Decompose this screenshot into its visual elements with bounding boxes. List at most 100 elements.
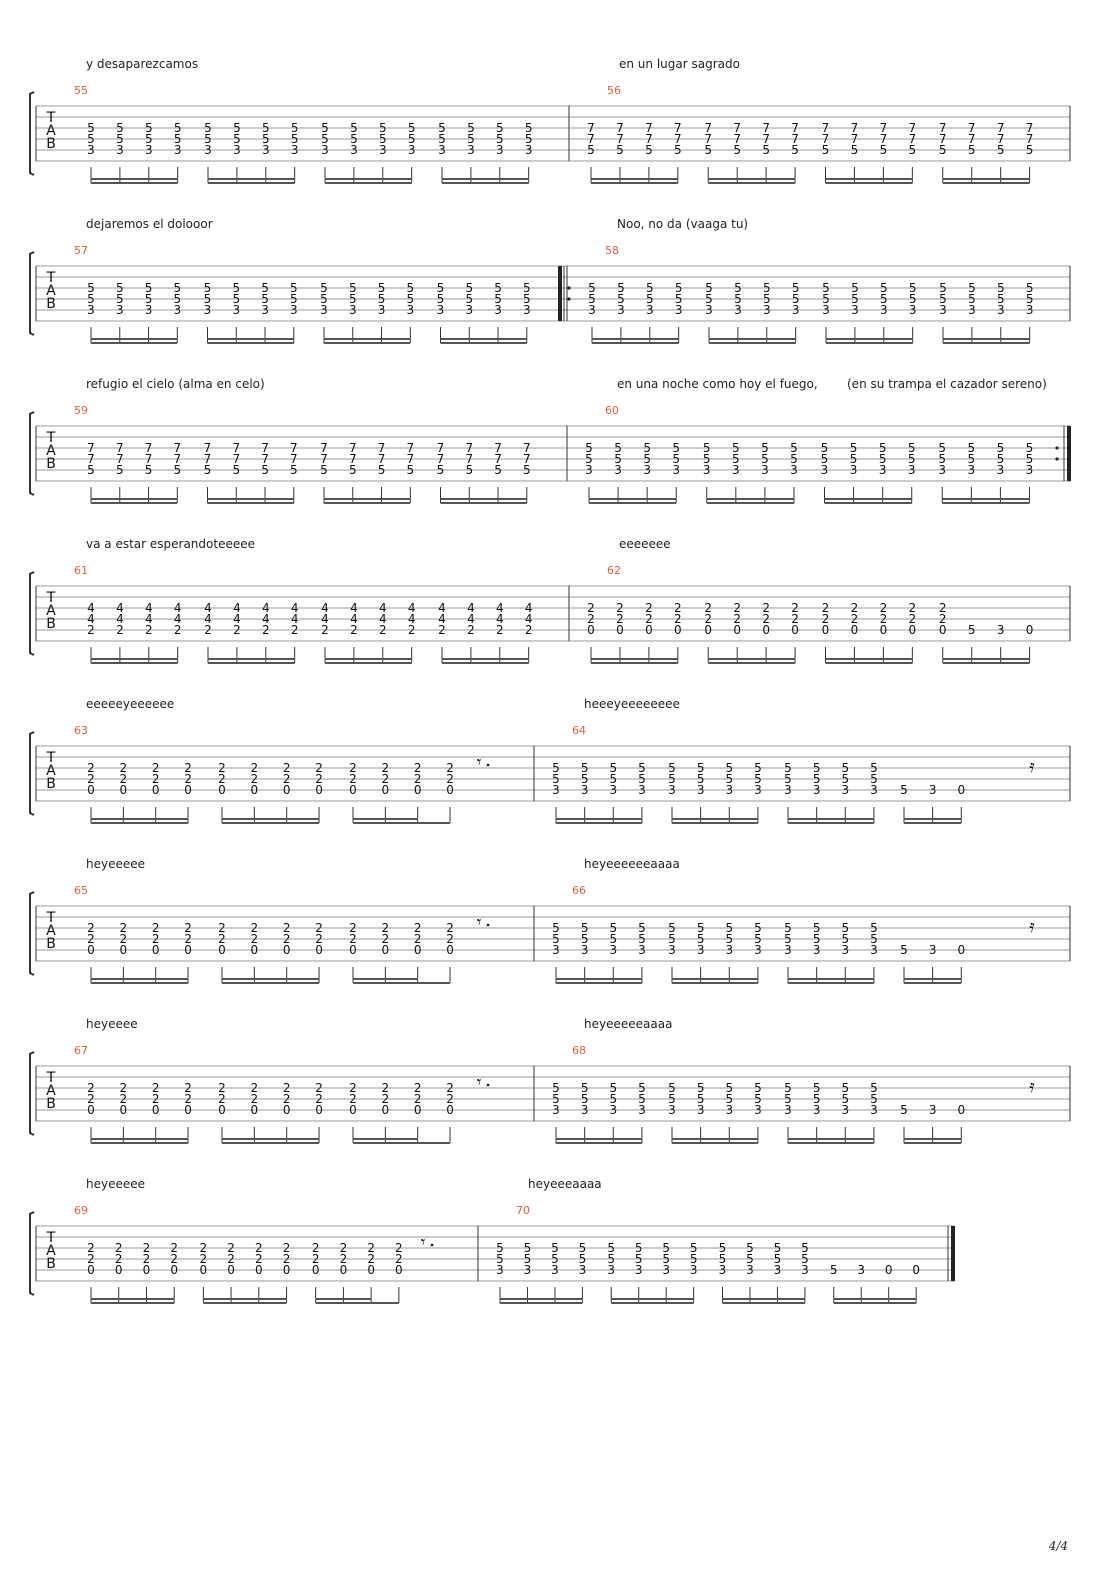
fret-number: 3	[841, 1103, 849, 1117]
fret-number: 3	[291, 143, 299, 157]
fret-number: 4	[262, 612, 270, 626]
tab-clef-letter: B	[46, 1256, 56, 1272]
fret-number: 2	[446, 1081, 454, 1095]
fret-number: 5	[880, 292, 888, 306]
fret-number: 2	[880, 601, 888, 615]
fret-number: 0	[218, 783, 226, 797]
fret-number: 3	[813, 1103, 821, 1117]
tab-clef-letter: A	[46, 443, 56, 459]
fret-number: 5	[145, 281, 153, 295]
rest-dot	[486, 1083, 490, 1087]
fret-number: 7	[909, 132, 917, 146]
fret-number: 5	[703, 441, 711, 455]
fret-number: 3	[523, 303, 531, 317]
fret-number: 0	[170, 1263, 178, 1277]
fret-number: 5	[524, 1241, 532, 1255]
measure-number: 60	[605, 404, 619, 417]
fret-number: 5	[697, 1092, 705, 1106]
lyric-text: en un lugar sagrado	[619, 57, 740, 71]
fret-number: 5	[705, 281, 713, 295]
fret-number: 3	[1026, 303, 1034, 317]
fret-number: 3	[792, 303, 800, 317]
fret-number: 2	[939, 612, 947, 626]
fret-number: 0	[120, 1103, 128, 1117]
fret-number: 2	[152, 1092, 160, 1106]
fret-number: 5	[261, 281, 269, 295]
fret-number: 2	[200, 1252, 208, 1266]
fret-number: 5	[822, 292, 830, 306]
fret-number: 0	[315, 943, 323, 957]
fret-number: 5	[581, 1092, 589, 1106]
fret-number: 2	[218, 932, 226, 946]
fret-number: 5	[116, 463, 124, 477]
fret-number: 7	[733, 132, 741, 146]
fret-number: 3	[763, 303, 771, 317]
fret-number: 5	[761, 452, 769, 466]
fret-number: 2	[446, 921, 454, 935]
fret-number: 2	[414, 1081, 422, 1095]
fret-number: 3	[725, 783, 733, 797]
fret-number: 2	[251, 761, 259, 775]
fret-number: 7	[173, 441, 181, 455]
fret-number: 0	[283, 783, 291, 797]
fret-number: 5	[551, 1252, 559, 1266]
tab-clef-letter: A	[46, 763, 56, 779]
fret-number: 3	[609, 1103, 617, 1117]
fret-number: 0	[704, 623, 712, 637]
fret-number: 3	[638, 1103, 646, 1117]
fret-number: 2	[184, 1092, 192, 1106]
fret-number: 0	[152, 943, 160, 957]
fret-number: 7	[674, 132, 682, 146]
fret-number: 5	[645, 143, 653, 157]
fret-number: 5	[672, 452, 680, 466]
fret-number: 4	[438, 612, 446, 626]
fret-number: 5	[813, 932, 821, 946]
fret-number: 5	[697, 772, 705, 786]
fret-number: 5	[668, 761, 676, 775]
fret-number: 5	[668, 1081, 676, 1095]
fret-number: 3	[719, 1263, 727, 1277]
fret-number: 0	[218, 943, 226, 957]
fret-number: 7	[645, 121, 653, 135]
fret-number: 2	[227, 1252, 235, 1266]
fret-number: 5	[830, 1263, 838, 1277]
lyric-text: va a estar esperandoteeeee	[86, 537, 255, 551]
fret-number: 5	[813, 1092, 821, 1106]
fret-number: 0	[115, 1263, 123, 1277]
fret-number: 3	[646, 303, 654, 317]
fret-number: 7	[822, 132, 830, 146]
fret-number: 7	[645, 132, 653, 146]
fret-number: 0	[251, 943, 259, 957]
fret-number: 5	[87, 281, 95, 295]
fret-number: 3	[997, 463, 1005, 477]
fret-number: 5	[614, 441, 622, 455]
fret-number: 7	[204, 452, 212, 466]
fret-number: 0	[152, 783, 160, 797]
fret-number: 5	[551, 1241, 559, 1255]
fret-number: 3	[204, 143, 212, 157]
fret-number: 5	[290, 463, 298, 477]
fret-number: 5	[437, 463, 445, 477]
fret-number: 5	[438, 121, 446, 135]
fret-number: 5	[790, 441, 798, 455]
fret-number: 7	[997, 121, 1005, 135]
fret-number: 2	[200, 1241, 208, 1255]
fret-number: 7	[87, 441, 95, 455]
fret-number: 5	[879, 452, 887, 466]
fret-number: 5	[821, 441, 829, 455]
fret-number: 5	[204, 292, 212, 306]
fret-number: 2	[184, 1081, 192, 1095]
measure-number: 70	[516, 1204, 530, 1217]
fret-number: 0	[912, 1263, 920, 1277]
fret-number: 3	[662, 1263, 670, 1277]
fret-number: 5	[746, 1241, 754, 1255]
lyric-text: y desaparezcamos	[86, 57, 199, 71]
fret-number: 3	[668, 1103, 676, 1117]
fret-number: 2	[184, 932, 192, 946]
lyric-text: refugio el cielo (alma en celo)	[86, 377, 265, 391]
fret-number: 5	[841, 761, 849, 775]
fret-number: 3	[929, 783, 937, 797]
fret-number: 5	[870, 1081, 878, 1095]
fret-number: 4	[116, 601, 124, 615]
fret-number: 3	[841, 783, 849, 797]
